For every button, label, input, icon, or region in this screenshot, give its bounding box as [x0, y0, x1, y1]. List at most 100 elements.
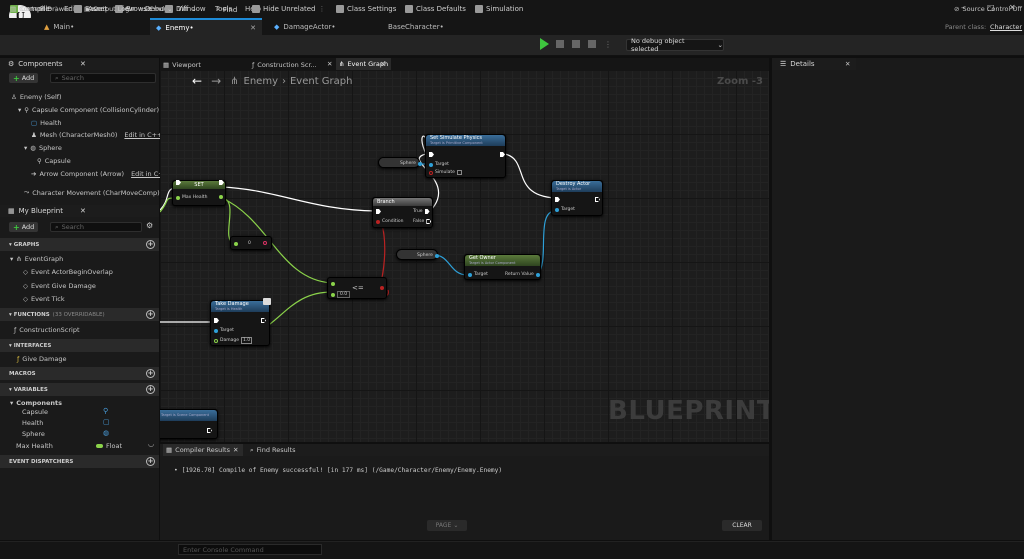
max-health-out-pin[interactable] — [219, 195, 223, 199]
tab-event-graph[interactable]: ⋔Event Graph — [336, 58, 391, 70]
tab-main[interactable]: ▲ Main• — [44, 22, 75, 31]
component-capsule-child[interactable]: ⚲Capsule — [37, 157, 71, 165]
close-tab-icon[interactable]: ✕ — [250, 23, 256, 32]
variable-visibility-icon[interactable]: ◡ — [148, 440, 155, 448]
play-options-icon[interactable]: ⋮ — [604, 40, 612, 49]
page-dropdown[interactable]: PAGE⌄ — [427, 520, 467, 531]
save-button[interactable]: Save — [74, 5, 102, 13]
graphs-section[interactable]: ▾ GRAPHS+ — [0, 238, 159, 251]
blueprint-search-input[interactable]: ⌕Search — [50, 222, 142, 232]
browse-button[interactable]: Browse — [115, 5, 152, 13]
node-partial[interactable]: Target is Scene Component — [160, 409, 218, 439]
cmd-selector[interactable]: ▭Cmd⌄ — [140, 5, 173, 13]
eject-icon[interactable] — [588, 40, 596, 48]
find-button[interactable]: ⌕Find — [216, 5, 238, 14]
exec-out-pin[interactable] — [261, 318, 266, 323]
menu-file[interactable]: File — [40, 5, 52, 13]
source-control-button[interactable]: ⊘Source Control Off — [954, 5, 1023, 13]
content-drawer-button[interactable]: ▤Content Drawer — [10, 5, 71, 13]
target-pin[interactable] — [214, 328, 218, 333]
result-pin[interactable] — [380, 286, 384, 290]
parent-class-link[interactable]: Character — [990, 23, 1023, 31]
close-window-icon[interactable]: ✕ — [1009, 3, 1016, 12]
add-graph-icon[interactable]: + — [146, 240, 155, 249]
exec-out-pin[interactable] — [500, 152, 505, 157]
edit-cpp-link[interactable]: Edit in C++ — [131, 170, 170, 178]
class-settings-button[interactable]: Class Settings — [336, 5, 396, 13]
exec-in-pin[interactable] — [429, 152, 434, 157]
condition-pin[interactable] — [376, 219, 380, 224]
component-enemy-self[interactable]: ♙Enemy (Self) — [11, 93, 62, 101]
tab-viewport[interactable]: ▦Viewport — [163, 60, 201, 69]
target-pin[interactable] — [468, 272, 472, 277]
exec-out-pin[interactable] — [207, 428, 212, 433]
target-pin[interactable] — [555, 207, 559, 212]
exec-in-pin[interactable] — [376, 209, 381, 214]
menu-edit[interactable]: Edit — [64, 5, 78, 13]
component-health[interactable]: ▢Health — [31, 119, 62, 127]
variable-max-health[interactable]: Max Health — [16, 442, 53, 450]
menu-tools[interactable]: Tools — [215, 5, 233, 13]
event-actor-begin-overlap[interactable]: ◇Event ActorBeginOverlap — [23, 268, 113, 276]
true-exec-pin[interactable] — [424, 209, 430, 214]
menu-debug[interactable]: Debug — [145, 5, 169, 13]
play-icon[interactable] — [540, 38, 549, 50]
event-give-damage[interactable]: ◇Event Give Damage — [23, 282, 96, 290]
event-dispatchers-section[interactable]: EVENT DISPATCHERS+ — [0, 455, 159, 468]
sphere-out-pin[interactable] — [434, 253, 439, 258]
float-out-pin[interactable] — [263, 241, 267, 245]
add-dispatcher-icon[interactable]: + — [146, 457, 155, 466]
breadcrumb-root[interactable]: Enemy — [243, 75, 278, 87]
exec-in-pin[interactable] — [555, 197, 560, 202]
node-float-value[interactable]: 0 — [230, 236, 272, 250]
false-exec-pin[interactable] — [426, 219, 432, 224]
component-sphere[interactable]: ▾◍Sphere — [24, 144, 62, 152]
exec-in-pin[interactable] — [176, 180, 181, 185]
simulation-button[interactable]: Simulation — [475, 5, 523, 13]
close-panel-icon[interactable]: ✕ — [80, 207, 86, 215]
step-icon[interactable] — [556, 40, 564, 48]
variable-health[interactable]: Health — [22, 419, 44, 427]
simulate-checkbox[interactable] — [456, 170, 462, 175]
node-branch[interactable]: Branch True Condition False — [372, 197, 433, 228]
exec-out-pin[interactable] — [219, 180, 224, 185]
minimize-icon[interactable]: – — [961, 3, 965, 12]
interfaces-section[interactable]: ▾ INTERFACES — [0, 339, 159, 352]
graph-eventgraph[interactable]: ▾⋔EventGraph — [10, 255, 64, 263]
component-capsule[interactable]: ▾⚲Capsule Component (CollisionCylinder) — [18, 106, 160, 114]
tab-damage-actor[interactable]: ◆ DamageActor• — [274, 22, 336, 31]
max-health-in-pin[interactable] — [176, 195, 180, 200]
add-function-icon[interactable]: + — [146, 310, 155, 319]
class-defaults-button[interactable]: Class Defaults — [405, 5, 466, 13]
tab-compiler-results[interactable]: ▦Compiler Results — [163, 444, 243, 456]
node-get-sphere-2[interactable]: Sphere — [396, 249, 439, 260]
tab-base-character[interactable]: BaseCharacter• — [388, 22, 444, 31]
variables-section[interactable]: ▾ VARIABLES+ — [0, 383, 159, 396]
event-tick[interactable]: ◇Event Tick — [23, 295, 65, 303]
close-tab-icon[interactable]: ✕ — [327, 60, 333, 68]
hide-unrelated-button[interactable]: Hide Unrelated⋮ — [252, 5, 326, 13]
back-arrow-icon[interactable]: ← — [192, 74, 203, 88]
b-pin[interactable] — [331, 292, 335, 297]
debug-object-select[interactable]: No debug object selected ⌄ — [626, 37, 724, 53]
edit-cpp-link[interactable]: Edit in C++ — [124, 131, 163, 139]
menu-view[interactable]: View — [118, 5, 135, 13]
stop-icon[interactable] — [572, 40, 580, 48]
menu-asset[interactable]: Asset — [88, 5, 108, 13]
sphere-out-pin[interactable] — [417, 161, 422, 166]
variable-capsule[interactable]: Capsule — [22, 408, 48, 416]
close-tab-icon[interactable]: ✕ — [380, 60, 386, 68]
variable-sphere[interactable]: Sphere — [22, 430, 45, 438]
clear-button[interactable]: CLEAR — [722, 520, 762, 531]
gear-icon[interactable]: ⚙ — [146, 221, 154, 230]
exec-out-pin[interactable] — [595, 197, 600, 202]
forward-arrow-icon[interactable]: → — [211, 74, 222, 88]
components-add-button[interactable]: +Add — [9, 73, 39, 83]
